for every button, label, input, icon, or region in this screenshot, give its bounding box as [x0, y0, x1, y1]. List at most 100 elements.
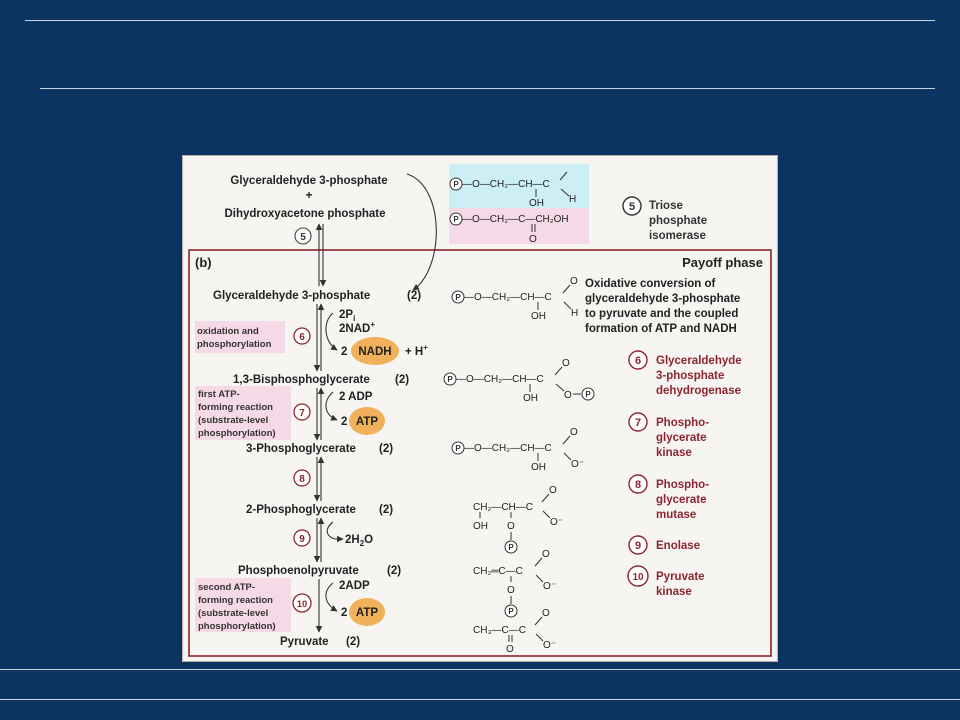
cofactor-nad: 2NAD+: [339, 320, 375, 335]
payoff-phase-frame: [188, 249, 772, 657]
note-oxidation-line-2: phosphorylation: [197, 339, 272, 350]
intro-plus: +: [305, 188, 312, 202]
svg-text:OH: OH: [531, 462, 546, 473]
svg-text:O: O: [564, 390, 572, 401]
footer-rule-upper: [0, 669, 960, 670]
dhap-structure-highlight: [449, 208, 589, 244]
note-second-atp-line-1: second ATP-: [198, 582, 255, 593]
enzyme-5-line-3: isomerase: [649, 230, 706, 242]
enzyme-8: 8 Phospho- glycerate mutase: [628, 474, 709, 521]
note-second-atp-line-2: forming reaction: [198, 595, 273, 606]
pep-structure: CH₂═C—C O P O O⁻: [473, 549, 556, 618]
svg-text:glycerate: glycerate: [656, 494, 707, 506]
pg2-structure: CH₂—CH—C OH O P O O⁻: [473, 485, 563, 554]
note-oxidation-line-1: oxidation and: [197, 326, 259, 337]
note-second-atp-line-4: phosphorylation): [198, 621, 276, 632]
svg-text:6: 6: [299, 332, 305, 343]
atp-1-coefficient: 2: [341, 416, 347, 428]
svg-text:O: O: [506, 644, 514, 655]
pyruvate-structure: CH₃—C—C O O O⁻: [473, 608, 556, 655]
footer-rule-lower: [0, 699, 960, 700]
svg-text:P: P: [447, 375, 453, 384]
svg-text:O⁻: O⁻: [571, 459, 584, 470]
svg-text:O: O: [570, 427, 578, 438]
svg-text:O: O: [542, 608, 550, 619]
pg3-structure: P —O—CH₂—CH—C OH O O⁻: [451, 427, 584, 473]
svg-text:10: 10: [297, 599, 308, 610]
top-rule: [25, 20, 935, 21]
description-line-4: formation of ATP and NADH: [585, 323, 737, 335]
metabolite-pg2: 2-Phosphoglycerate: [246, 504, 356, 516]
svg-text:O: O: [507, 585, 515, 596]
metabolite-pep: Phosphoenolpyruvate: [238, 565, 359, 577]
enzyme-5-number: 5: [629, 201, 635, 213]
metabolite-bpg-qty: (2): [395, 374, 409, 386]
svg-text:CH₃—C—C: CH₃—C—C: [473, 625, 526, 636]
metabolite-pyr: Pyruvate: [280, 636, 329, 648]
metabolite-pg2-qty: (2): [379, 504, 393, 516]
title-underline: [40, 88, 935, 89]
gap-structure-intro: P —O—CH₂—CH—C OH H: [449, 171, 576, 209]
svg-text:H: H: [569, 194, 576, 205]
enzyme-7: 7 Phospho- glycerate kinase: [628, 412, 709, 459]
gap-structure: P —O—CH₂—CH—C OH O H: [451, 276, 578, 322]
svg-text:O: O: [542, 549, 550, 560]
description-line-3: to pyruvate and the coupled: [585, 308, 738, 320]
metabolite-pg3: 3-Phosphoglycerate: [246, 443, 356, 455]
svg-text:8: 8: [635, 479, 641, 491]
step-5-circle: [294, 227, 312, 245]
svg-text:OH: OH: [531, 311, 546, 322]
note-first-atp-line-4: phosphorylation): [198, 428, 276, 439]
svg-text:CH₂═C—C: CH₂═C—C: [473, 566, 523, 577]
svg-text:P: P: [453, 180, 459, 189]
svg-text:P: P: [455, 293, 461, 302]
svg-text:—O—CH₂—CH—C: —O—CH₂—CH—C: [464, 443, 552, 454]
note-first-atp-line-2: forming reaction: [198, 402, 273, 413]
svg-text:mutase: mutase: [656, 509, 696, 521]
svg-text:OH: OH: [529, 198, 544, 209]
svg-text:Enolase: Enolase: [656, 540, 700, 552]
intro-substrate-b: Dihydroxyacetone phosphate: [224, 208, 385, 220]
svg-text:3-phosphate: 3-phosphate: [656, 370, 724, 382]
nadh-highlight: [351, 337, 399, 365]
note-oxidation-box: [195, 321, 285, 353]
svg-text:OH: OH: [473, 521, 488, 532]
svg-text:Phospho-: Phospho-: [656, 417, 709, 429]
svg-text:7: 7: [635, 417, 641, 429]
svg-text:H: H: [571, 308, 578, 319]
svg-text:Glyceraldehyde: Glyceraldehyde: [656, 355, 742, 367]
metabolite-pyr-qty: (2): [346, 636, 360, 648]
note-first-atp-box: [195, 386, 291, 440]
metabolite-pep-qty: (2): [387, 565, 401, 577]
nadh-coefficient: 2: [341, 346, 347, 358]
svg-text:O: O: [562, 358, 570, 369]
svg-text:7: 7: [299, 408, 305, 419]
svg-text:O: O: [507, 521, 515, 532]
gap-structure-highlight: [449, 164, 589, 208]
svg-text:9: 9: [635, 540, 641, 552]
enzyme-6: 6 Glyceraldehyde 3-phosphate dehydrogena…: [628, 350, 742, 397]
note-first-atp-line-3: (substrate-level: [198, 415, 268, 426]
svg-text:dehydrogenase: dehydrogenase: [656, 385, 741, 397]
enzyme-5-circle: [622, 196, 642, 216]
bpg-structure: P —O—CH₂—CH—C OH O O P: [443, 358, 595, 404]
svg-text:glycerate: glycerate: [656, 432, 707, 444]
metabolite-bpg: 1,3-Bisphosphoglycerate: [233, 374, 370, 386]
cofactor-adp-2: 2ADP: [339, 580, 370, 592]
pathway-step-markers: 6 7 8 9 10: [292, 327, 312, 613]
cofactor-pi: 2Pi: [339, 309, 355, 323]
svg-text:9: 9: [299, 534, 305, 545]
note-first-atp-line-1: first ATP-: [198, 389, 240, 400]
note-second-atp-line-3: (substrate-level: [198, 608, 268, 619]
note-second-atp-box: [195, 578, 291, 632]
svg-text:kinase: kinase: [656, 447, 692, 459]
svg-text:CH₂—CH—C: CH₂—CH—C: [473, 502, 533, 513]
svg-text:O: O: [549, 485, 557, 496]
description-line-1: Oxidative conversion of: [585, 278, 716, 290]
svg-text:O⁻: O⁻: [543, 581, 556, 592]
metabolite-gap: Glyceraldehyde 3-phosphate: [213, 290, 370, 302]
svg-text:kinase: kinase: [656, 586, 692, 598]
enzyme-10: 10 Pyruvate kinase: [627, 565, 705, 598]
svg-text:O: O: [570, 276, 578, 287]
svg-text:P: P: [508, 543, 514, 552]
